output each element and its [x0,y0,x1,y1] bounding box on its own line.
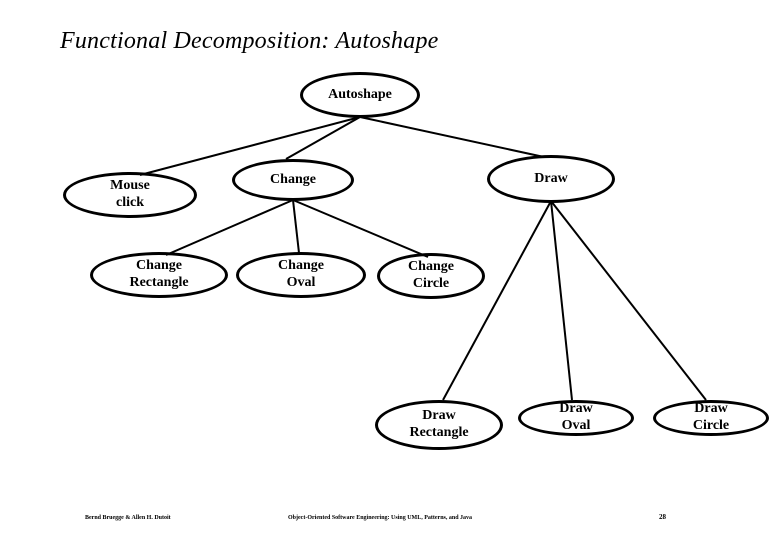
node-draw-oval[interactable]: Draw Oval [518,400,634,436]
node-change-oval[interactable]: Change Oval [236,252,366,298]
node-draw[interactable]: Draw [487,155,615,203]
edge-autoshape-to-draw [359,116,545,158]
edge-draw-to-draw-circle [550,200,707,401]
node-label-draw-oval: Draw Oval [559,401,593,433]
page-title: Functional Decomposition: Autoshape [60,28,439,54]
edge-draw-to-draw-oval [550,200,573,401]
footer-authors: Bernd Bruegge & Allen H. Dutoit [85,515,171,521]
edge-autoshape-to-mouse-click [139,116,361,176]
node-mouse-click[interactable]: Mouse click [63,172,197,218]
node-label-draw: Draw [534,170,568,186]
node-draw-circle[interactable]: Draw Circle [653,400,769,436]
node-label-draw-circle: Draw Circle [692,401,730,433]
node-draw-rectangle[interactable]: Draw Rectangle [375,400,503,450]
node-label-autoshape: Autoshape [328,86,392,102]
edge-change-to-change-oval [292,199,300,254]
edge-change-to-change-rectangle [165,199,294,256]
node-change[interactable]: Change [232,159,354,201]
node-label-change-oval: Change Oval [278,258,324,290]
node-autoshape[interactable]: Autoshape [300,72,420,118]
edge-change-to-change-circle [292,199,429,258]
footer-book-title: Object-Oriented Software Engineering: Us… [288,515,473,521]
node-change-circle[interactable]: Change Circle [377,253,485,299]
edge-draw-to-draw-rectangle [442,200,552,401]
node-change-rectangle[interactable]: Change Rectangle [90,252,228,298]
node-label-change-rectangle: Change Rectangle [129,258,189,290]
edge-autoshape-to-change [285,116,361,160]
footer-page-number: 28 [659,513,666,521]
node-label-mouse-click: Mouse click [110,178,150,210]
node-label-draw-rectangle: Draw Rectangle [409,408,469,440]
node-label-change-circle: Change Circle [408,259,454,291]
node-label-change: Change [270,171,316,187]
